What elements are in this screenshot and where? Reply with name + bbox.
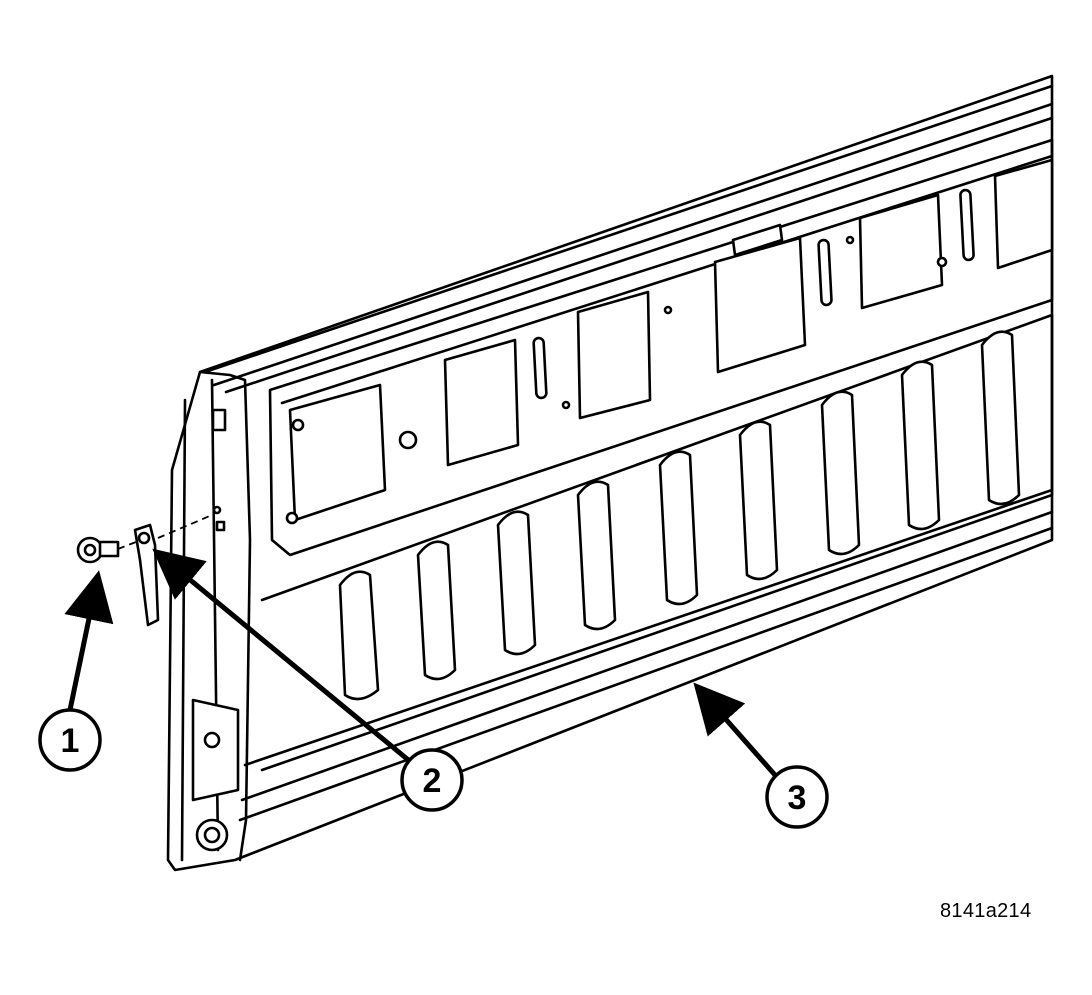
- arrow-1: [64, 570, 114, 713]
- tailgate: [166, 74, 1054, 872]
- tailgate-top-rail: [203, 84, 1054, 394]
- callout-2: 2: [400, 748, 464, 812]
- arrow-3: [693, 682, 778, 778]
- arrow-2: [152, 548, 415, 766]
- callout-2-label: 2: [423, 762, 442, 800]
- callout-1-label: 1: [61, 722, 80, 760]
- tailgate-bottom-rail: [238, 488, 1054, 822]
- callout-3-label: 3: [788, 779, 807, 817]
- upper-cutout-3: [576, 290, 652, 420]
- alignment-lines: [117, 514, 213, 550]
- tailgate-ribs: [338, 330, 1021, 701]
- end-cap-square-hole: [215, 520, 226, 532]
- top-center-tab: [731, 223, 784, 257]
- callout-arrows: [64, 548, 778, 778]
- callout-1: 1: [38, 708, 102, 772]
- upper-cutout-5: [858, 193, 944, 310]
- tailgate-lower-panel: [260, 313, 1054, 772]
- lower-hinge-bracket: [191, 698, 240, 802]
- end-cap-slot: [211, 408, 227, 432]
- striker-bracket: [133, 523, 160, 627]
- callout-3: 3: [765, 765, 829, 829]
- end-cap-pin-hole: [212, 505, 222, 515]
- tailgate-upper-panel: [268, 138, 1054, 557]
- upper-cutout-2: [443, 338, 520, 467]
- upper-cutout-6: [993, 158, 1054, 270]
- figure-id: 8141a214: [940, 900, 1032, 922]
- bolt: [76, 536, 120, 564]
- upper-cutout-1: [288, 383, 387, 522]
- upper-cutout-4: [713, 236, 807, 374]
